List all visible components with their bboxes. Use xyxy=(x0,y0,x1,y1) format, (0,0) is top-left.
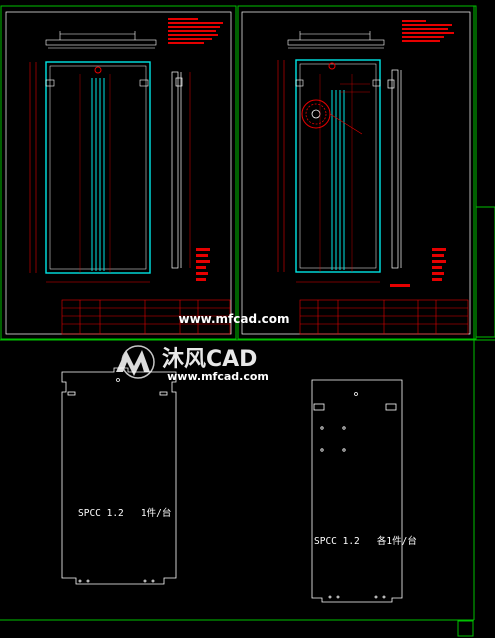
side-view-left xyxy=(171,71,191,269)
notes-block-right xyxy=(402,20,454,42)
flat-part-left xyxy=(61,367,177,585)
watermark-brand: 沐风CAD xyxy=(162,347,257,372)
flat-part-right xyxy=(311,379,403,603)
legend-left xyxy=(196,248,210,281)
watermark-url-top: www.mfcad.com xyxy=(179,312,290,326)
watermark: www.mfcad.com 沐风CAD www.mfcad.com xyxy=(116,312,290,383)
watermark-logo-icon xyxy=(116,345,155,379)
sheet-frames xyxy=(0,5,495,637)
side-view-right xyxy=(387,69,402,269)
part-note-left: SPCC 1.2 1件/台 xyxy=(78,507,171,519)
top-view-left xyxy=(45,31,157,49)
front-view-left xyxy=(29,61,151,283)
left-sheet xyxy=(5,11,232,335)
right-sheet xyxy=(241,11,471,335)
watermark-url-bottom: www.mfcad.com xyxy=(167,370,269,383)
legend-right xyxy=(390,248,446,287)
title-block-left xyxy=(61,299,231,335)
notes-block-left xyxy=(168,18,223,44)
part-note-right: SPCC 1.2 各1件/台 xyxy=(314,535,417,547)
front-view-right xyxy=(277,59,381,283)
title-block-right xyxy=(299,299,469,335)
top-view-right xyxy=(287,31,385,49)
